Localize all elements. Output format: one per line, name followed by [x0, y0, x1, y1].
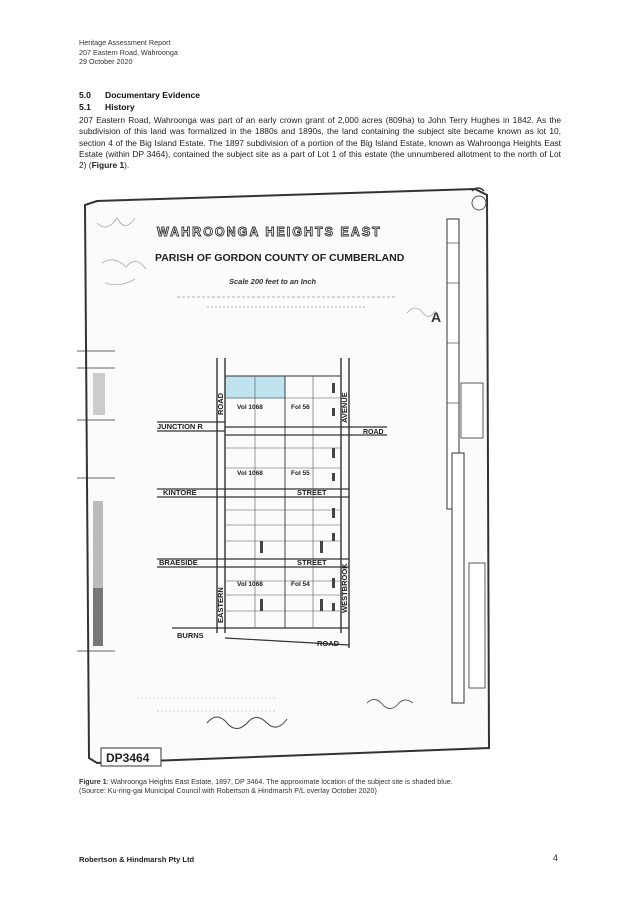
lot-label-vol-3: Vol 1068 [237, 581, 263, 588]
surveyor-signature-right [366, 699, 414, 709]
page-number: 4 [553, 853, 559, 863]
road-label-junction: JUNCTION R [157, 422, 203, 431]
section-number: 5.0 [79, 90, 91, 100]
plan-drawing: WAHROONGA HEIGHTS EAST PARISH OF GORDON … [77, 187, 491, 767]
plan-subtitle: PARISH OF GORDON COUNTY OF CUMBERLAND [155, 252, 405, 264]
road-label-avenue: AVENUE [340, 392, 349, 423]
area-table-lower [77, 477, 115, 652]
lot-label-fol-3: Fol 54 [291, 581, 310, 588]
lot-label-fol-2: Fol 55 [291, 470, 310, 477]
dp-label-box [100, 747, 162, 767]
road-label-kintore: KINTORE [163, 488, 197, 497]
margin-annotations [96, 217, 436, 317]
plan-letter: A [431, 309, 441, 325]
road-label-eastern: EASTERN [216, 587, 225, 623]
section-title: Documentary Evidence [105, 90, 201, 100]
page-header: Heritage Assessment Report 207 Eastern R… [79, 38, 178, 67]
road-label-junction-road: ROAD [363, 429, 384, 436]
figure-reference: Figure 1 [91, 160, 125, 171]
lot-label-fol-1: Fol 56 [291, 404, 310, 411]
road-label-braeside-street: STREET [297, 558, 327, 567]
subdivision-plan-figure: WAHROONGA HEIGHTS EAST PARISH OF GORDON … [77, 183, 562, 773]
road-label-burns-road: ROAD [317, 639, 340, 648]
subsection-title: History [105, 102, 135, 112]
header-date: 29 October 2020 [79, 57, 133, 67]
header-report-title: Heritage Assessment Report [79, 38, 171, 47]
plan-border [83, 187, 491, 765]
estate-survey-grid [157, 358, 387, 648]
road-label-braeside: BRAESIDE [159, 558, 198, 567]
dp-label: DP3464 [106, 751, 150, 765]
footer-company: Robertson & Hindmarsh Pty Ltd [79, 855, 195, 864]
road-label-burns: BURNS [177, 631, 204, 640]
survey-strip-lower [451, 452, 465, 704]
caption-label: Figure 1 [79, 778, 107, 786]
area-table-upper [77, 350, 115, 421]
plan-title: WAHROONGA HEIGHTS EAST [157, 225, 382, 239]
caption-text: : Wahroonga Heights East Estate, 1897, D… [106, 778, 453, 786]
history-paragraph: 207 Eastern Road, Wahroonga was part of … [79, 115, 561, 171]
road-label-kintore-street: STREET [297, 488, 327, 497]
subsection-heading: 5.1 History [79, 102, 135, 112]
subsection-number: 5.1 [79, 102, 91, 112]
figure-caption: Figure 1: Wahroonga Heights East Estate,… [79, 778, 565, 796]
road-label-westbrook: WESTBROOK [340, 563, 349, 613]
lot-label-vol-1: Vol 1068 [237, 404, 263, 411]
surveyor-signature-left [206, 716, 288, 729]
header-address: 207 Eastern Road, Wahroonga [79, 47, 178, 57]
road-label-road-vertical: ROAD [216, 392, 225, 415]
plan-scale: Scale 200 feet to an Inch [229, 277, 317, 286]
section-heading: 5.0 Documentary Evidence [79, 90, 200, 100]
caption-source: (Source: Ku-ring-gai Municipal Council w… [79, 787, 377, 796]
lot-label-vol-2: Vol 1068 [237, 470, 263, 477]
